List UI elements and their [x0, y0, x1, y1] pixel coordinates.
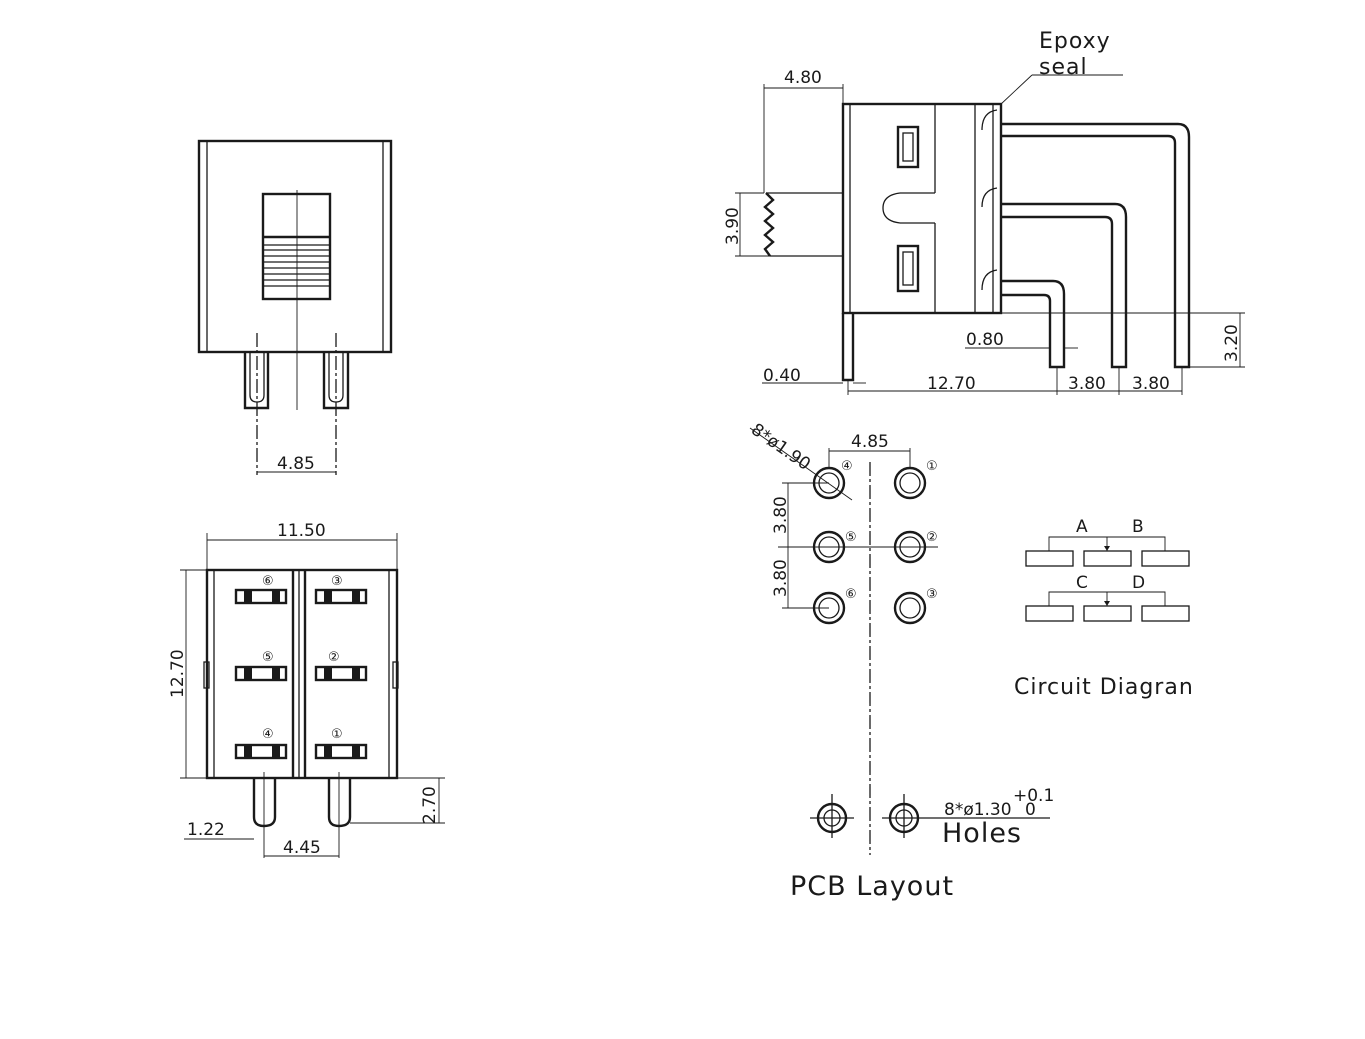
holes-label: Holes [942, 818, 1022, 849]
bottom-pin-3: ③ [331, 574, 343, 589]
dim-pcb-pitch-y1: 3.80 [771, 496, 791, 534]
dim-bottom-height: 12.70 [168, 649, 188, 698]
circuit-b: B [1132, 517, 1144, 537]
dim-pin-length: 2.70 [420, 786, 440, 824]
bottom-pin-4: ④ [262, 727, 274, 742]
hole-tol-zero: 0 [1025, 800, 1036, 820]
dim-bottom-width: 11.50 [277, 521, 326, 541]
circuit-a: A [1076, 517, 1088, 537]
pcb-pin-3: ③ [926, 587, 938, 602]
seal-label: seal [1039, 55, 1088, 80]
circuit-d: D [1132, 573, 1145, 593]
circuit-diagram-title: Circuit Diagran [1014, 675, 1194, 700]
dim-side-lead: 0.80 [966, 330, 1004, 350]
bottom-pin-1: ① [331, 727, 343, 742]
pcb-layout-title: PCB Layout [790, 871, 954, 902]
bottom-pin-6: ⑥ [262, 574, 274, 589]
pcb-holes [810, 794, 1050, 838]
pcb-pad-spec: 8*ø1.90 [747, 420, 814, 475]
pcb-pin-6: ⑥ [845, 587, 857, 602]
dim-front-pitch: 4.85 [277, 454, 315, 474]
circuit-diagram: A B C D Circuit Diagran [1014, 517, 1194, 700]
bottom-pin-2: ② [328, 650, 340, 665]
dim-side-knob-height: 3.90 [723, 207, 743, 245]
slide-actuator [261, 192, 332, 301]
hole-tol-plus: +0.1 [1013, 786, 1054, 806]
dim-pcb-pitch-x: 4.85 [851, 432, 889, 452]
front-view: 4.85 [197, 139, 393, 475]
actuator-grip [263, 235, 330, 287]
dim-side-pitch-1: 3.80 [1068, 374, 1106, 394]
side-view: 4.80 3.90 Epoxy seal 0.80 3.20 0.40 12.7… [723, 29, 1245, 395]
pcb-pin-2: ② [926, 530, 938, 545]
bottom-terminals [234, 588, 368, 760]
dim-side-body: 12.70 [927, 374, 976, 394]
pcb-pin-5: ⑤ [845, 530, 857, 545]
dim-pcb-pitch-y2: 3.80 [771, 559, 791, 597]
dim-side-thickness: 0.40 [763, 366, 801, 386]
dim-side-standoff: 3.20 [1222, 324, 1242, 362]
dim-pin-diameter: 1.22 [187, 820, 225, 840]
epoxy-label: Epoxy [1039, 29, 1111, 54]
bottom-view: ⑥ ③ ⑤ ② ④ ① 11.50 12.70 2.70 1.22 4.45 [168, 521, 445, 858]
hole-spec: 8*ø1.30 [944, 800, 1012, 820]
circuit-c: C [1076, 573, 1088, 593]
pcb-pin-1: ① [926, 459, 938, 474]
bottom-pin-5: ⑤ [262, 650, 274, 665]
dim-side-knob: 4.80 [784, 68, 822, 88]
pcb-layout: ④ ① ⑤ ② ⑥ ③ 8*ø1.90 4.85 3.80 3.80 8*ø1.… [747, 420, 1054, 902]
pcb-pin-4: ④ [841, 459, 853, 474]
dim-pin-pitch: 4.45 [283, 838, 321, 858]
dim-side-pitch-2: 3.80 [1132, 374, 1170, 394]
